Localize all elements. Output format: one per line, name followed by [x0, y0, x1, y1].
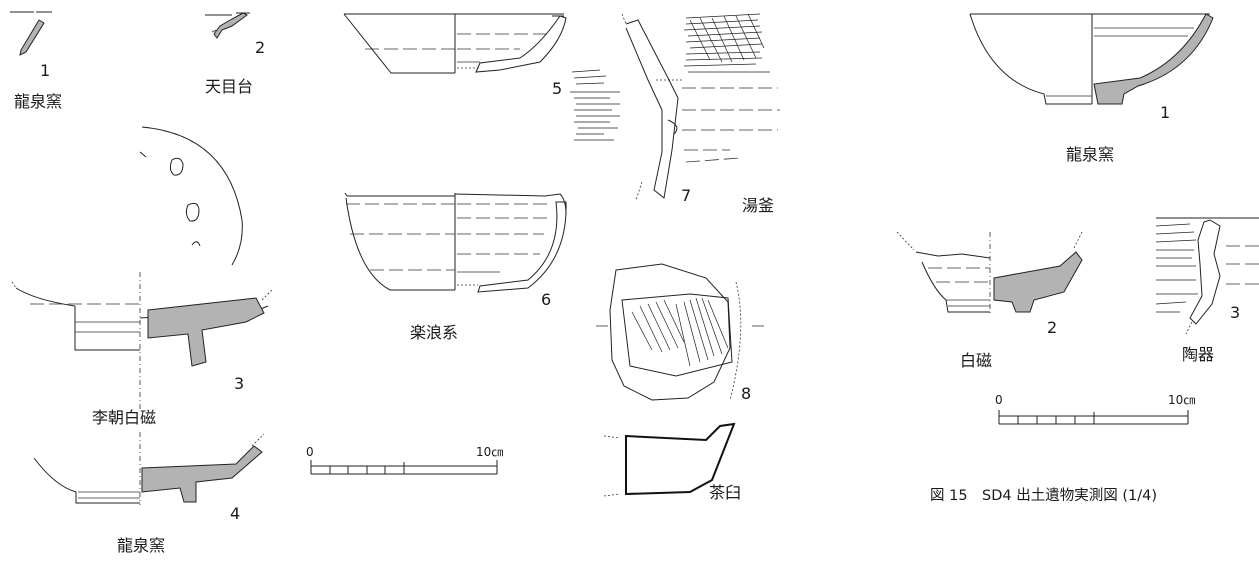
artifact-4-drawing [33, 432, 265, 505]
left-scale-start: 0 [306, 445, 314, 459]
right-scale-bar [998, 410, 1189, 425]
artifact-1-number: 1 [40, 61, 50, 80]
artifact-1-label: 龍泉窯 [14, 92, 62, 111]
left-scale-bar [310, 460, 498, 475]
figure-caption: 図 15 SD4 出土遺物実測図 (1/4) [930, 487, 1157, 504]
artifact-4-number: 4 [230, 504, 240, 523]
artifact-6-number: 6 [541, 290, 551, 309]
right-artifact-2-label: 白磁 [960, 351, 992, 370]
artifact-2-label: 天目台 [205, 77, 253, 96]
artifact-8-drawing [596, 263, 764, 497]
right-scale-start: 0 [995, 393, 1003, 407]
right-scale-end: 10㎝ [1168, 393, 1195, 407]
right-figure: 1 龍泉窯 2 白磁 3 陶器 [896, 13, 1259, 504]
right-artifact-1-number: 1 [1160, 103, 1170, 122]
right-artifact-2-drawing [896, 231, 1083, 316]
artifact-3-label: 李朝白磁 [92, 408, 156, 427]
artifact-5-drawing [343, 13, 567, 74]
right-artifact-2-number: 2 [1047, 318, 1057, 337]
artifact-6-label: 楽浪系 [410, 323, 458, 342]
artifact-8-number: 8 [741, 384, 751, 403]
artifact-7-number: 7 [681, 186, 691, 205]
right-artifact-3-label: 陶器 [1182, 345, 1214, 364]
right-artifact-1-label: 龍泉窯 [1066, 145, 1114, 164]
artifact-1-drawing [10, 11, 52, 56]
artifact-7-label: 湯釜 [742, 196, 774, 215]
left-figure: 1 龍泉窯 2 天目台 3 李 [10, 11, 780, 555]
artifact-2-drawing [205, 12, 250, 39]
right-artifact-3-drawing [1155, 217, 1259, 335]
artifact-8-label: 茶臼 [709, 483, 741, 502]
left-scale-end: 10㎝ [476, 445, 503, 459]
right-artifact-3-number: 3 [1230, 303, 1240, 322]
artifact-5-number: 5 [552, 79, 562, 98]
artifact-7-drawing [570, 13, 780, 201]
artifact-3-number: 3 [234, 374, 244, 393]
right-artifact-1-drawing [969, 13, 1214, 105]
artifact-4-label: 龍泉窯 [117, 536, 165, 555]
artifact-6-drawing [344, 192, 567, 293]
artifact-2-number: 2 [255, 38, 265, 57]
artifact-3-drawing [11, 126, 273, 410]
